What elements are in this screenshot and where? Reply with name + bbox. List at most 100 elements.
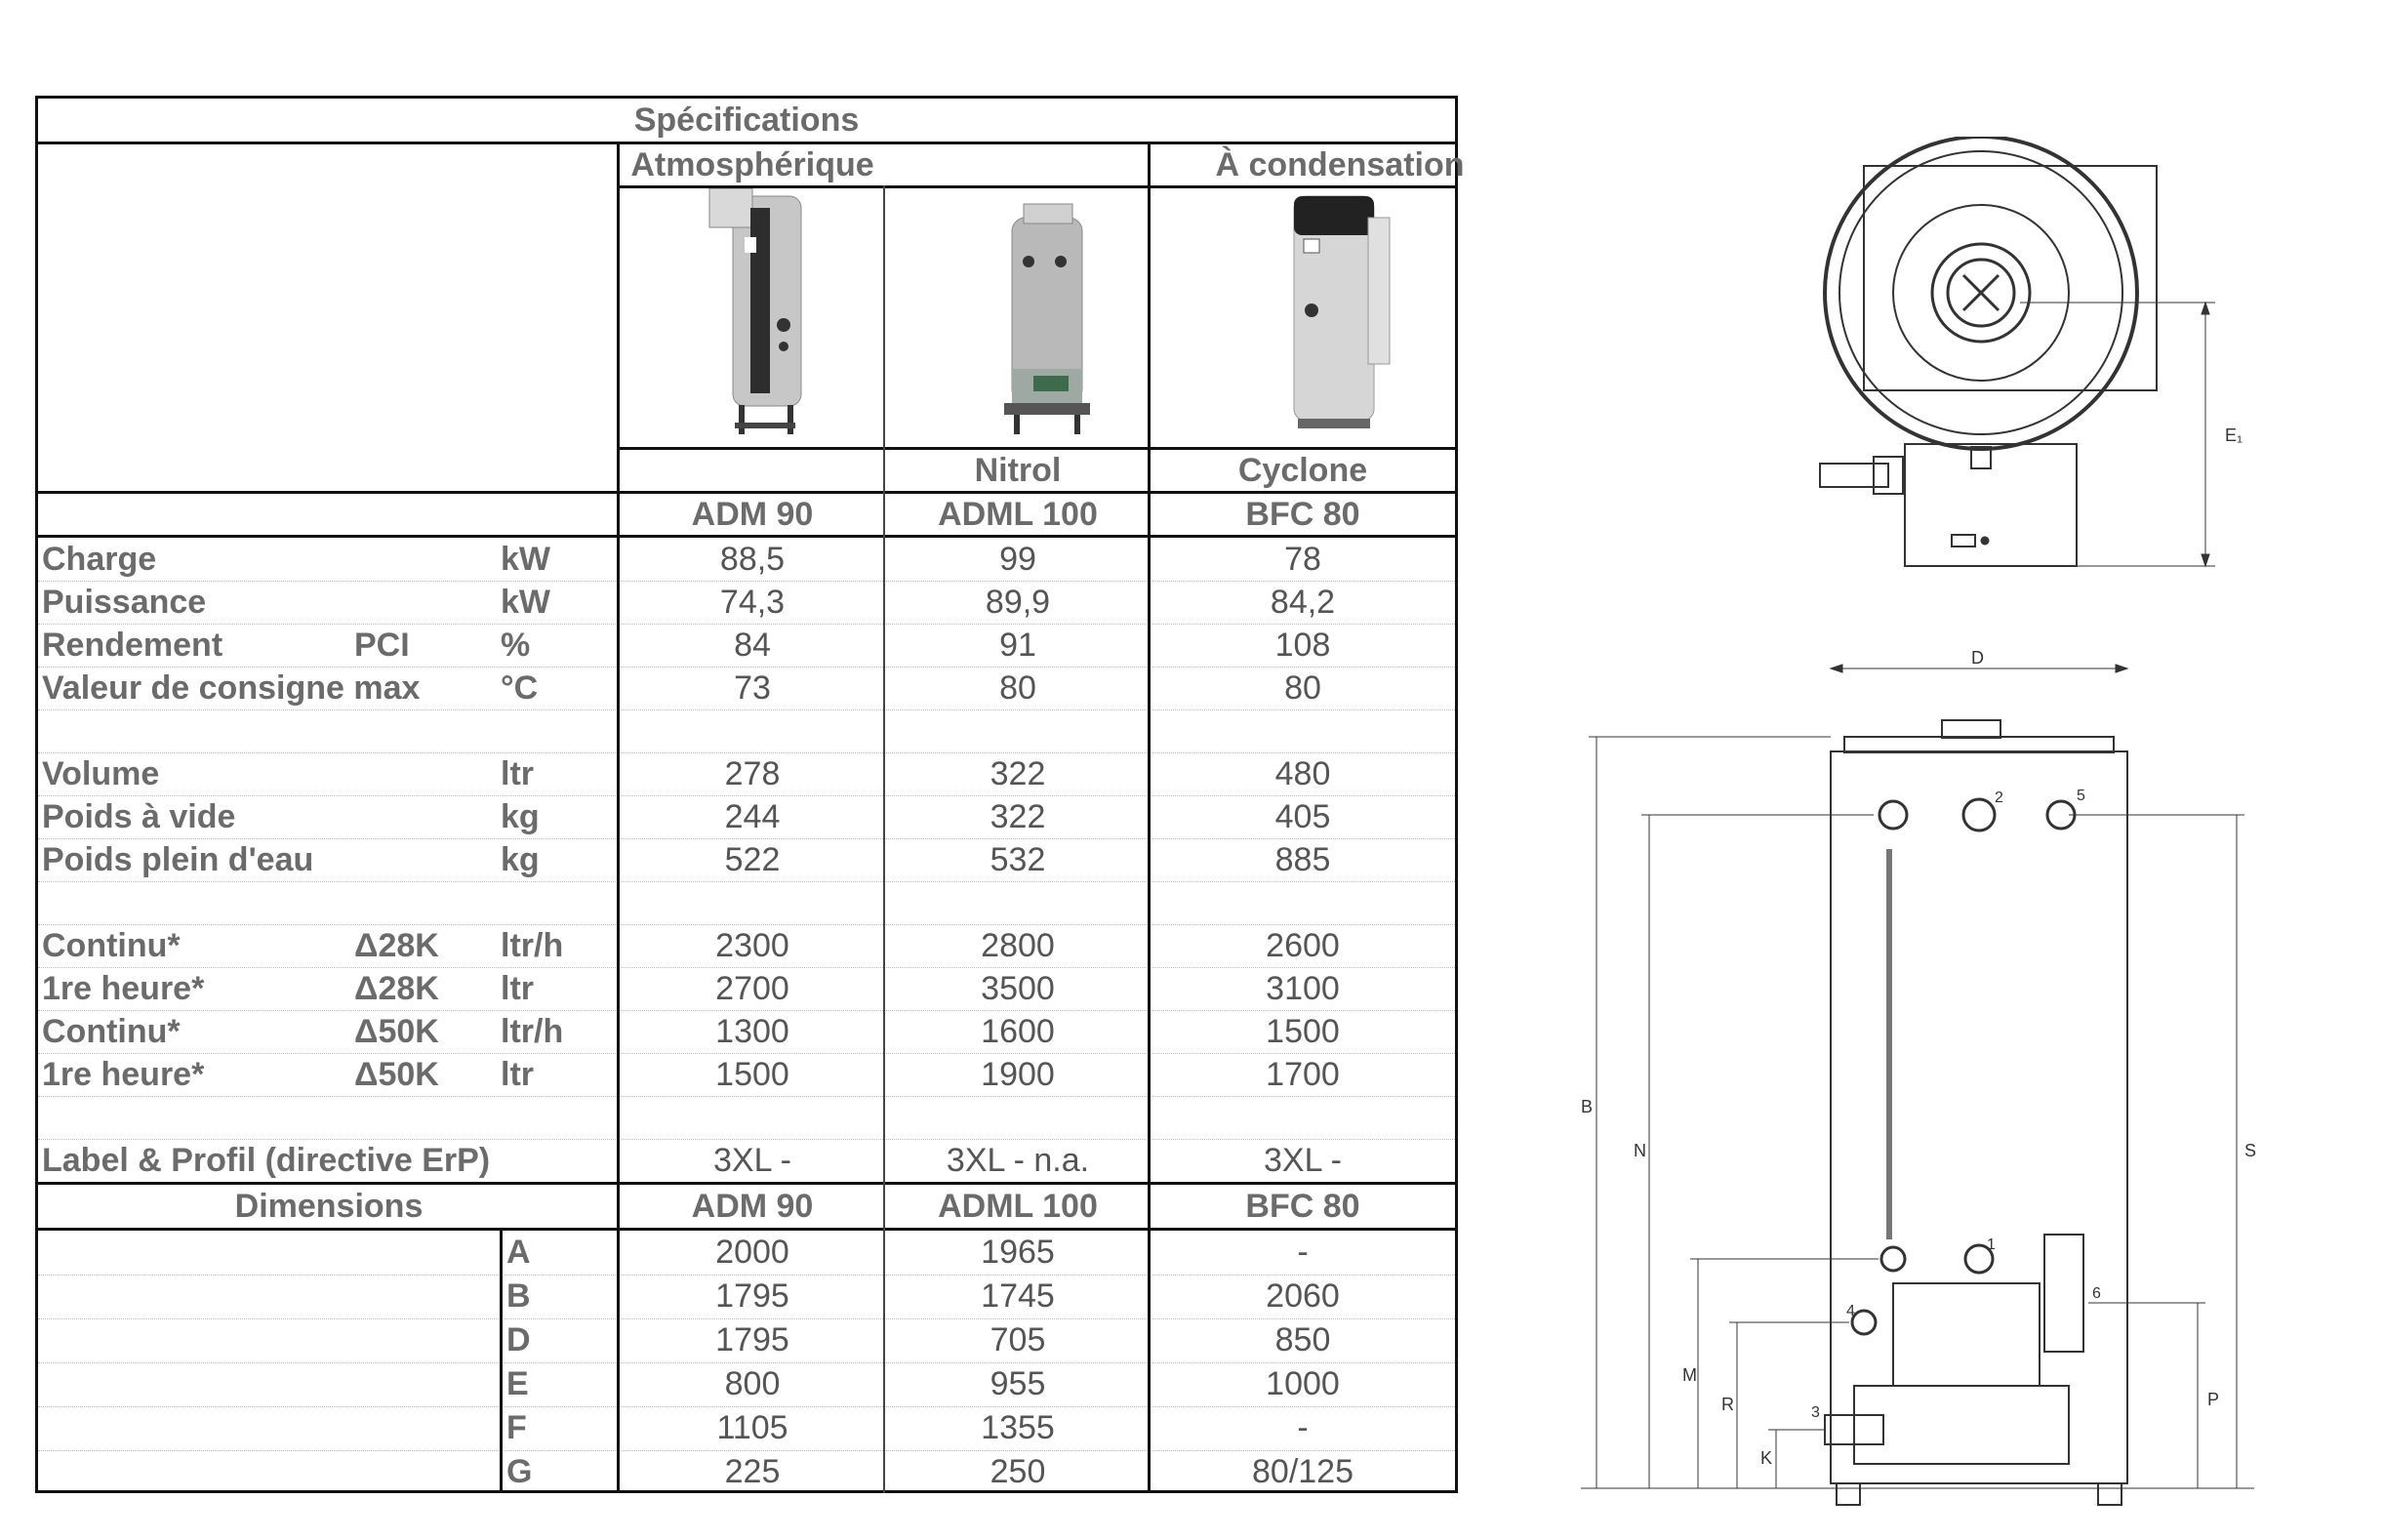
spec-value: 108 <box>1274 626 1331 664</box>
spec-value: 78 <box>1284 540 1321 578</box>
spec-label <box>42 709 354 752</box>
product-line-adm90 <box>620 450 885 491</box>
connection-2: 2 <box>1995 790 2003 806</box>
front-view-drawing <box>1581 664 2254 1506</box>
dimension-key: B <box>506 1277 531 1315</box>
spec-value: 1900 <box>981 1055 1055 1093</box>
dimension-value: 850 <box>1274 1321 1331 1358</box>
spec-unit <box>501 881 617 924</box>
dimension-key: F <box>506 1409 527 1446</box>
group-header-atmospheric: Atmosphérique <box>630 145 874 183</box>
spec-sublabel <box>354 752 501 795</box>
spec-value: 278 <box>724 754 781 792</box>
spec-label <box>42 1096 354 1139</box>
spec-unit: ltr <box>501 754 534 792</box>
spec-unit <box>501 709 617 752</box>
spec-sublabel: Δ50K <box>354 1012 439 1050</box>
spec-value: 80 <box>999 669 1036 707</box>
technical-drawing: E₁ D <box>1581 137 2256 1506</box>
spec-value <box>885 1096 1151 1139</box>
spec-value: 3XL - <box>712 1141 791 1179</box>
dimension-value: 80/125 <box>1252 1453 1354 1490</box>
spec-unit: ltr/h <box>501 926 564 964</box>
label-p: P <box>2207 1390 2219 1409</box>
spec-value: 2800 <box>981 926 1055 964</box>
spec-value <box>1151 881 1455 924</box>
label-m: M <box>1682 1365 1697 1385</box>
spec-value: 3500 <box>981 969 1055 1007</box>
dimension-value: 1795 <box>715 1277 789 1315</box>
spec-value <box>1151 1096 1455 1139</box>
spec-sublabel: Δ28K <box>354 926 439 964</box>
spec-value: 1500 <box>715 1055 789 1093</box>
spec-value: 322 <box>990 754 1046 792</box>
spec-value: 91 <box>999 626 1036 664</box>
model-header-0: ADM 90 <box>691 495 814 533</box>
dimension-value: 1105 <box>716 1409 788 1446</box>
spec-sublabel: Δ28K <box>354 969 439 1007</box>
spec-label: Valeur de consigne max <box>42 669 421 707</box>
spec-label: Continu* <box>42 1012 181 1050</box>
spec-value: 88,5 <box>719 540 786 578</box>
dimension-key: G <box>506 1453 533 1490</box>
spec-value: 84 <box>734 626 771 664</box>
dimension-value: 955 <box>990 1365 1046 1402</box>
label-b: B <box>1581 1097 1593 1116</box>
spec-unit: % <box>501 626 531 664</box>
label-e1: E₁ <box>2225 426 2243 445</box>
spec-value: 73 <box>734 669 771 707</box>
spec-value <box>885 709 1151 752</box>
spec-unit: ltr/h <box>501 1012 564 1050</box>
spec-label: Label & Profil (directive ErP) <box>42 1141 491 1179</box>
spec-label <box>42 881 354 924</box>
dimension-value: 2060 <box>1266 1277 1340 1315</box>
spec-sublabel <box>354 581 501 624</box>
spec-label: Continu* <box>42 926 181 964</box>
spec-value: 1500 <box>1266 1012 1340 1050</box>
spec-label: Charge <box>42 540 157 578</box>
spec-label: Volume <box>42 754 160 792</box>
spec-sublabel: PCI <box>354 626 410 664</box>
spec-value: 3XL - n.a. <box>946 1141 1090 1179</box>
spec-unit: °C <box>501 669 539 707</box>
spec-sublabel <box>354 1096 501 1139</box>
dimension-value: 2000 <box>715 1234 789 1271</box>
dimension-value: 800 <box>724 1365 781 1402</box>
spec-value: 99 <box>999 540 1036 578</box>
spec-value: 80 <box>1284 669 1321 707</box>
spec-value <box>885 881 1151 924</box>
dimension-value: 1745 <box>981 1277 1055 1315</box>
dimension-model-1: ADML 100 <box>938 1187 1098 1225</box>
dimension-key: D <box>506 1321 531 1358</box>
spec-value: 1300 <box>715 1012 789 1050</box>
label-s: S <box>2244 1141 2256 1160</box>
dimension-value: 1355 <box>981 1409 1055 1446</box>
spec-value: 532 <box>990 840 1046 878</box>
product-line-bfc80: Cyclone <box>1237 451 1368 489</box>
connection-3: 3 <box>1811 1404 1820 1421</box>
spec-unit: kW <box>501 540 550 578</box>
label-n: N <box>1634 1141 1646 1160</box>
spec-sublabel <box>354 538 501 581</box>
spec-value: 3100 <box>1266 969 1340 1007</box>
specification-table: Spécifications Atmosphérique À condensat… <box>35 96 1465 1493</box>
spec-sublabel: Δ50K <box>354 1055 439 1093</box>
spec-unit: kW <box>501 583 550 621</box>
dimension-model-0: ADM 90 <box>691 1187 814 1225</box>
dimension-value: 705 <box>990 1321 1046 1358</box>
spec-value: 885 <box>1274 840 1331 878</box>
table-title: Spécifications <box>633 101 860 139</box>
group-header-condensing: À condensation <box>1215 145 1465 183</box>
spec-value <box>620 881 885 924</box>
dimension-value: 1000 <box>1266 1365 1340 1402</box>
spec-unit: kg <box>501 797 540 835</box>
spec-unit: ltr <box>501 969 534 1007</box>
spec-value <box>620 709 885 752</box>
spec-value: 74,3 <box>719 583 786 621</box>
spec-unit <box>501 1096 617 1139</box>
label-d: D <box>1971 648 1984 668</box>
spec-sublabel <box>354 667 501 709</box>
spec-value: 84,2 <box>1270 583 1336 621</box>
spec-value: 405 <box>1274 797 1331 835</box>
dimension-value: - <box>1297 1409 1309 1446</box>
